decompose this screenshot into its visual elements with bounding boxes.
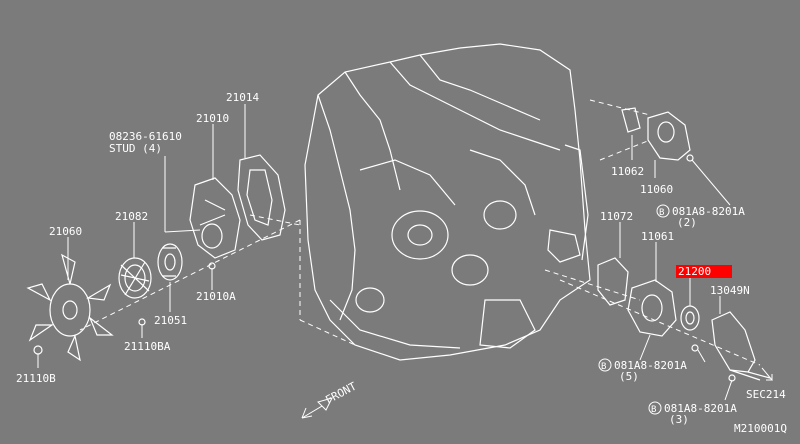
label-11072: 11072 — [600, 210, 633, 223]
label-21051: 21051 — [154, 314, 187, 327]
label-stud: STUD (4) — [109, 142, 162, 155]
label-bolt3-qty: (3) — [669, 413, 689, 426]
label-11062: 11062 — [611, 165, 644, 178]
label-bolt1-qty: (2) — [677, 216, 697, 229]
water-outlet-11060 — [621, 107, 691, 161]
front-arrow: FRONT — [301, 379, 359, 419]
label-21060: 21060 — [49, 225, 82, 238]
bolt-symbol-2-letter: B — [601, 362, 606, 372]
label-bolt2-qty: (5) — [619, 370, 639, 383]
water-inlet-13049n — [711, 311, 771, 381]
label-bolt2-code: 081A8-8201A — [614, 359, 687, 372]
thermostat-21200 — [680, 305, 700, 331]
engine-block — [304, 43, 591, 361]
sec-arrow — [761, 367, 774, 381]
bolt-symbol-1-letter: B — [659, 208, 664, 218]
label-bolt3-code: 081A8-8201A — [664, 402, 737, 415]
bolt-symbol-2 — [598, 358, 612, 372]
bolt-symbol-3 — [648, 401, 662, 415]
fan-coupling-21082 — [118, 257, 152, 299]
front-label: FRONT — [323, 379, 359, 406]
water-pump-21010 — [189, 177, 241, 259]
leader-lines — [79, 99, 761, 366]
bolt-symbol-1 — [656, 204, 670, 218]
label-21014: 21014 — [226, 91, 259, 104]
label-21110ba: 21110BA — [124, 340, 171, 353]
label-11060: 11060 — [640, 183, 673, 196]
label-11061: 11061 — [641, 230, 674, 243]
label-08236: 08236-61610 — [109, 130, 182, 143]
thermostat-housing-11061 — [597, 257, 677, 337]
label-sec214: SEC214 — [746, 388, 786, 401]
label-21110b: 21110B — [16, 372, 56, 385]
label-21010: 21010 — [196, 112, 229, 125]
callout-labels: 21014 21010 08236-61610 STUD (4) 21082 2… — [16, 91, 787, 435]
bolt-symbol-3-letter: B — [651, 405, 656, 415]
fan-21060 — [26, 253, 114, 362]
label-21010a: 21010A — [196, 290, 236, 303]
label-21200: 21200 — [678, 265, 711, 278]
label-bolt1-code: 081A8-8201A — [672, 205, 745, 218]
callout-lines — [37, 104, 733, 401]
figure-code: M210001Q — [734, 422, 787, 435]
label-21082: 21082 — [115, 210, 148, 223]
label-13049n: 13049N — [710, 284, 750, 297]
highlight-21200 — [676, 265, 732, 278]
gasket-21014 — [237, 154, 286, 241]
pulley-21051 — [157, 243, 183, 281]
